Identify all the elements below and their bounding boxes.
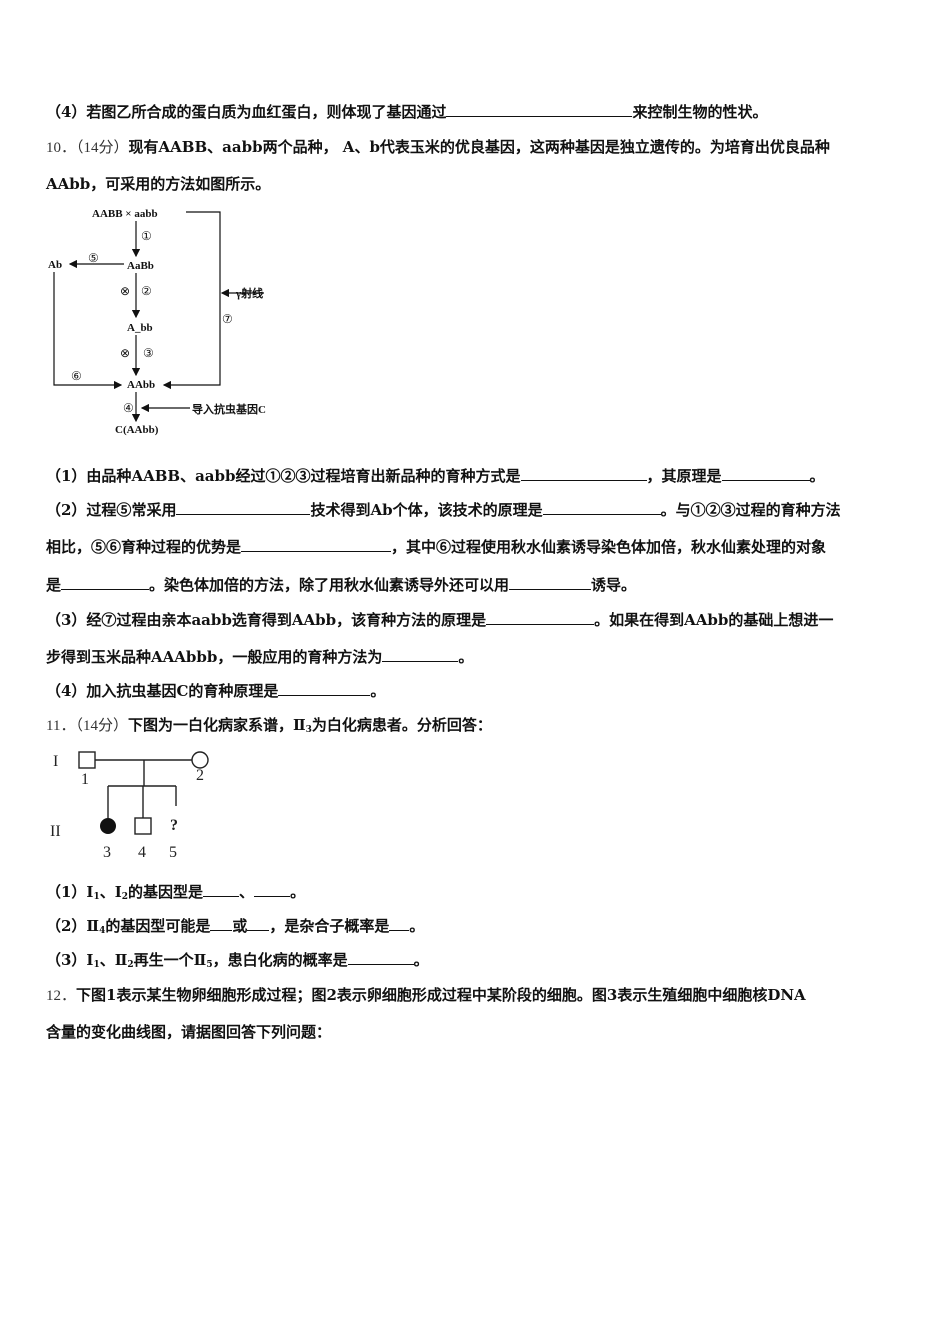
parents-label: AABB × aabb	[92, 208, 158, 220]
q9-part4: （4）若图乙所合成的蛋白质为血红蛋白，则体现了基因通过来控制生物的性状。	[46, 102, 768, 121]
q10-part3-line2: 步得到玉米品种AAAbbb，一般应用的育种方法为。	[46, 647, 474, 666]
self-cross-symbol: ⊗	[120, 346, 130, 360]
step-3-label: ③	[143, 346, 154, 360]
step-2-label: ②	[141, 284, 152, 298]
import-gene-label: 导入抗虫基因C	[192, 402, 266, 416]
individual-II4-male	[134, 817, 152, 835]
f1-label: AaBb	[127, 260, 154, 272]
answer-blank[interactable]	[347, 950, 414, 965]
q10-part2-line3: 是。染色体加倍的方法，除了用秋水仙素诱导外还可以用诱导。	[46, 575, 637, 594]
q10-intro-line1: 10．（14分）现有AABB、aabb两个品种， A、b代表玉米的优良基因，这两…	[46, 138, 830, 156]
answer-blank[interactable]	[382, 647, 459, 662]
q10-part2-line2: 相比，⑤⑥育种过程的优势是，其中⑥过程使用秋水仙素诱导染色体加倍，秋水仙素处理的…	[46, 537, 827, 556]
q11-part1: （1）Ⅰ1、Ⅰ2的基因型是、。	[46, 882, 306, 902]
breeding-diagram: AABB × aabb AaBb A_bb AAbb C(AAbb) Ab γ射…	[48, 208, 266, 436]
answer-blank[interactable]	[542, 500, 661, 515]
target-label: AAbb	[127, 379, 155, 391]
q11-part2: （2）Ⅱ4的基因型可能是或，是杂合子概率是。	[46, 916, 425, 936]
individual-4-number: 4	[138, 844, 146, 861]
individual-I1-male	[78, 751, 96, 769]
q10-intro-line2: AAbb，可采用的方法如图所示。	[46, 175, 271, 193]
answer-blank[interactable]	[278, 681, 371, 696]
individual-I2-female	[191, 751, 209, 769]
answer-blank[interactable]	[254, 882, 291, 897]
answer-blank[interactable]	[61, 575, 150, 590]
q12-line2: 含量的变化曲线图，请据图回答下列问题：	[46, 1023, 332, 1041]
answer-blank[interactable]	[176, 500, 311, 515]
individual-1-number: 1	[81, 771, 89, 788]
answer-blank[interactable]	[509, 575, 592, 590]
individual-2-number: 2	[196, 767, 204, 784]
answer-blank[interactable]	[247, 916, 270, 931]
answer-blank[interactable]	[210, 916, 233, 931]
q12-line1: 12．下图1表示某生物卵细胞形成过程；图2表示卵细胞形成过程中某阶段的细胞。图3…	[46, 986, 806, 1004]
mid-genotype-label: A_bb	[127, 322, 153, 334]
haploid-label: Ab	[48, 259, 62, 271]
result-label: C(AAbb)	[115, 424, 159, 436]
answer-blank[interactable]	[446, 102, 633, 117]
path-step6	[53, 272, 123, 390]
answer-blank[interactable]	[389, 916, 410, 931]
q10-part3-line1: （3）经⑦过程由亲本aabb选育得到AAbb，该育种方法的原理是。如果在得到AA…	[46, 610, 834, 629]
q10-part2-line1: （2）过程⑤常采用技术得到Ab个体，该技术的原理是。与①②③过程的育种方法	[46, 500, 841, 519]
step-7-label: ⑦	[222, 312, 233, 326]
step-4-label: ④	[123, 401, 134, 415]
self-cross-symbol: ⊗	[120, 284, 130, 298]
answer-blank[interactable]	[486, 610, 595, 625]
answer-blank[interactable]	[721, 466, 810, 481]
step-1-label: ①	[141, 229, 152, 243]
q10-part1: （1）由品种AABB、aabb经过①②③过程培育出新品种的育种方式是，其原理是。	[46, 466, 825, 485]
pedigree-chart: I II 1 2 3 4 5 ?	[50, 751, 209, 861]
q11-part3: （3）Ⅰ1、Ⅱ2再生一个Ⅱ5，患白化病的概率是。	[46, 950, 429, 970]
question-score: （14分）	[75, 718, 128, 734]
answer-blank[interactable]	[241, 537, 392, 552]
answer-blank[interactable]	[203, 882, 240, 897]
step-6-label: ⑥	[71, 369, 82, 383]
answer-blank[interactable]	[520, 466, 647, 481]
generation-I-label: I	[53, 753, 58, 770]
question-number: 10．	[46, 140, 77, 156]
question-score: （14分）	[76, 140, 129, 156]
individual-5-number: 5	[169, 844, 177, 861]
question-number: 12．	[46, 988, 77, 1004]
q11-intro: 11．（14分）下图为一白化病家系谱，Ⅱ3为白化病患者。分析回答：	[46, 716, 492, 735]
q10-part4: （4）加入抗虫基因C的育种原理是。	[46, 681, 386, 700]
individual-II3-affected-female	[100, 818, 116, 834]
question-number: 11．	[46, 718, 76, 734]
path-step7	[162, 211, 221, 390]
unknown-individual-mark: ?	[170, 817, 178, 834]
individual-3-number: 3	[103, 844, 111, 861]
step-5-label: ⑤	[88, 251, 99, 265]
generation-II-label: II	[50, 823, 61, 840]
